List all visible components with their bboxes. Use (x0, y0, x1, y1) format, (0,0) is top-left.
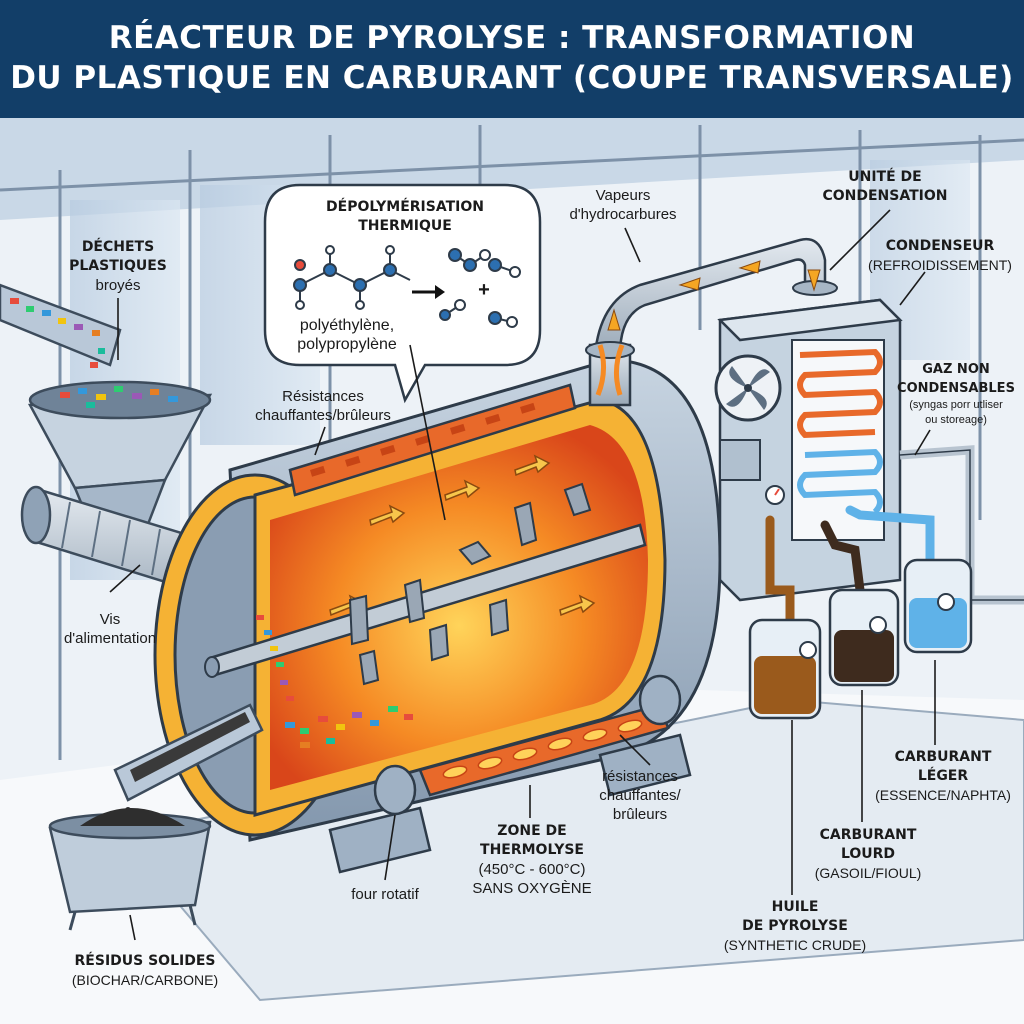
plastic-flakes-hopper (60, 386, 178, 408)
label-vis: Vis d'alimentation (40, 610, 180, 648)
feed-chute (0, 283, 122, 368)
heavy-fuel-tank (828, 588, 900, 687)
bubble-title-line-1: DÉPOLYMÉRISATION (326, 199, 484, 215)
label-vapeurs-l2: d'hydrocarbures (569, 206, 677, 223)
condenser-unit (714, 298, 1024, 605)
vapor-pipe (585, 237, 838, 407)
arrow-icon (412, 285, 445, 299)
label-huile-l1: HUILE (771, 899, 819, 915)
label-gaz-l2: CONDENSABLES (897, 381, 1015, 396)
title-banner: RÉACTEUR DE PYROLYSE : TRANSFORMATION DU… (0, 0, 1024, 118)
plastic-flakes-falling (256, 615, 294, 701)
label-dechets: DÉCHETS PLASTIQUES broyés (48, 238, 188, 295)
label-dechets-l1: DÉCHETS (81, 239, 155, 255)
kiln-supports (328, 674, 692, 874)
heat-flow-arrows (329, 454, 596, 617)
bubble-plus: + (478, 279, 490, 301)
bubble-polymer-1: polyéthylène, (299, 317, 395, 334)
label-zone-l4: SANS OXYGÈNE (472, 880, 592, 897)
label-gaz-l3: (syngas porr utliser (909, 399, 1003, 411)
label-lourd-l2: LOURD (840, 846, 896, 862)
fan-icon (714, 354, 782, 422)
label-gaz-l1: GAZ NON (922, 362, 990, 377)
label-gaz: GAZ NON CONDENSABLES (syngas porr utlise… (894, 360, 1018, 428)
label-unite-l1: UNITÉ DE (848, 169, 922, 185)
label-zone-l2: THERMOLYSE (480, 842, 584, 858)
label-residus-l2: (BIOCHAR/CARBONE) (71, 972, 219, 988)
label-residus-l1: RÉSIDUS SOLIDES (74, 953, 216, 969)
label-gaz-l4: ou storeage) (925, 414, 987, 426)
pyrolysis-oil-tank (748, 618, 822, 720)
label-leger-l1: CARBURANT (894, 749, 992, 765)
label-unite-l2: CONDENSATION (822, 188, 948, 204)
bubble-title-line-2: THERMIQUE (358, 218, 452, 234)
bubble-polymer-2: polypropylène (297, 336, 397, 353)
fuel-pipes (765, 505, 935, 630)
label-lourd-l1: CARBURANT (819, 827, 917, 843)
label-leger-l3: (ESSENCE/NAPHTA) (875, 787, 1011, 803)
label-huile-l2: DE PYROLYSE (742, 918, 848, 934)
label-zone-l1: ZONE DE (497, 823, 567, 839)
label-condenseur-l2: (REFROIDISSEMENT) (868, 257, 1012, 273)
light-fuel-tank (903, 558, 973, 654)
title-line-1: RÉACTEUR DE PYROLYSE : TRANSFORMATION (108, 20, 916, 56)
kiln-paddles (348, 482, 592, 686)
label-vis-l1: Vis (99, 611, 121, 628)
vapor-flow-arrows (607, 260, 821, 331)
pyrolysis-illustration (0, 118, 1024, 1024)
label-resistances-bottom-l1: résistances (602, 768, 678, 785)
label-vapeurs-l1: Vapeurs (595, 187, 651, 204)
label-unite-condensation: UNITÉ DE CONDENSATION (815, 168, 955, 206)
label-zone-thermolyse: ZONE DE THERMOLYSE (450°C - 600°C) SANS … (462, 822, 602, 898)
plastic-debris-kiln (285, 706, 413, 748)
label-vis-l2: d'alimentation (63, 630, 157, 647)
rotary-kiln (153, 358, 722, 874)
bubble-title: DÉPOLYMÉRISATION THERMIQUE (300, 198, 510, 236)
depolymerization-bubble (263, 183, 542, 404)
bottom-heater (418, 703, 670, 797)
label-resistances-bottom-l2: chauffantes/ (599, 787, 681, 804)
top-heater (288, 383, 577, 497)
label-residus: RÉSIDUS SOLIDES (BIOCHAR/CARBONE) (55, 952, 235, 990)
label-lourd-l3: (GASOIL/FIOUL) (814, 865, 922, 881)
label-huile-l3: (SYNTHETIC CRUDE) (723, 937, 867, 953)
label-zone-l3: (450°C - 600°C) (478, 861, 586, 878)
label-dechets-l3: broyés (95, 277, 141, 294)
bubble-polymers: polyéthylène, polypropylène (272, 316, 422, 354)
char-discharge (48, 703, 264, 931)
thermolysis-zone (270, 425, 648, 790)
label-condenseur: CONDENSEUR (REFROIDISSEMENT) (860, 237, 1020, 275)
label-four-rotatif: four rotatif (330, 885, 440, 904)
label-resistances-top-l1: Résistances (282, 388, 364, 405)
label-carburant-lourd: CARBURANT LOURD (GASOIL/FIOUL) (798, 826, 938, 883)
molecule-icon (293, 245, 521, 328)
label-dechets-l2: PLASTIQUES (69, 258, 167, 274)
label-huile-pyrolyse: HUILE DE PYROLYSE (SYNTHETIC CRUDE) (710, 898, 880, 955)
label-vapeurs: Vapeurs d'hydrocarbures (548, 186, 698, 224)
label-condenseur-l1: CONDENSEUR (885, 238, 995, 254)
label-leger-l2: LÉGER (917, 768, 969, 784)
label-resistances-top-l2: chauffantes/brûleurs (255, 407, 391, 424)
label-resistances-bottom-l3: brûleurs (612, 806, 668, 823)
label-carburant-leger: CARBURANT LÉGER (ESSENCE/NAPHTA) (868, 748, 1018, 805)
plastic-flakes-chute (10, 298, 105, 368)
label-resistances-top: Résistances chauffantes/brûleurs (228, 387, 418, 425)
title-line-2: DU PLASTIQUE EN CARBURANT (COUPE TRANSVE… (10, 60, 1014, 96)
leader-lines (109, 209, 936, 941)
label-resistances-bottom: résistances chauffantes/ brûleurs (580, 767, 700, 824)
label-four-l1: four rotatif (351, 886, 419, 903)
